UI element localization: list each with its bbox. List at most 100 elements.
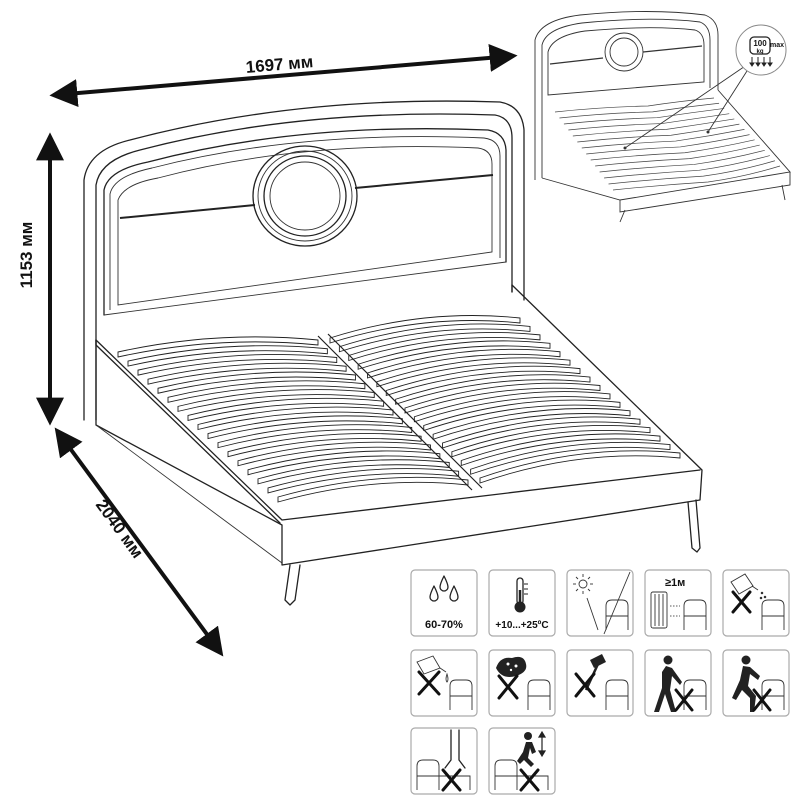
slat: [207, 415, 403, 440]
inset-slat: [612, 165, 781, 191]
load-inset-drawing: [534, 11, 791, 223]
slat: [432, 408, 631, 440]
inset-slat: [608, 160, 776, 185]
slat: [329, 315, 521, 344]
up-down-arrows-icon: [537, 730, 547, 758]
humidity-label: 60-70%: [425, 619, 463, 631]
inset-slat: [568, 113, 730, 131]
small-bed-icon: [527, 679, 551, 710]
care-icon-no-abrasive: [488, 649, 556, 717]
slat: [460, 433, 661, 467]
slat: [367, 348, 561, 379]
cross-icon: [519, 768, 540, 792]
slat: [117, 336, 319, 358]
care-icon-humidity: 60-70%: [410, 569, 478, 637]
jug-icon: [416, 655, 449, 683]
slat: [442, 416, 641, 449]
care-icon-no-lifting-by-part: [722, 649, 790, 717]
slat: [404, 382, 601, 414]
slat: [197, 406, 394, 431]
inset-slat: [581, 129, 745, 149]
slat: [395, 374, 591, 405]
dimension-height: 1153 мм: [17, 132, 64, 426]
slat: [187, 397, 385, 422]
slat: [127, 345, 328, 367]
load-qualifier: max: [770, 42, 784, 49]
care-icon-no-jumping: [488, 727, 556, 795]
bed-drawing: [83, 100, 703, 606]
care-icon-heater-distance: ≥1м: [644, 569, 712, 637]
dimension-width: 1697 мм: [49, 43, 518, 108]
slat: [227, 432, 422, 458]
height-label: 1153 мм: [17, 222, 36, 289]
care-icon-no-chemicals-spray: [722, 569, 790, 637]
slat: [470, 441, 671, 475]
care-icon-no-hammer: [566, 649, 634, 717]
cross-icon: [417, 670, 441, 696]
sun-icon: [573, 574, 593, 594]
cross-icon: [752, 688, 772, 712]
inset-slat: [577, 123, 740, 143]
slat: [357, 340, 551, 370]
care-icon-no-dragging: [644, 649, 712, 717]
slat: [247, 450, 441, 476]
spray-bottle-icon: [730, 573, 767, 600]
small-bed-icon: [761, 599, 785, 630]
slat: [348, 332, 541, 362]
inset-slat: [554, 97, 715, 113]
load-unit: kg: [756, 49, 763, 55]
inset-slat: [586, 134, 750, 155]
small-bed-icon: [416, 759, 471, 790]
load-arrows-icon: [749, 57, 773, 67]
dimension-length: 2040 мм: [54, 427, 224, 657]
slat: [147, 362, 347, 385]
sponge-icon: [496, 656, 527, 677]
slat: [376, 357, 571, 388]
water-drops-icon: [429, 575, 459, 602]
slat: [167, 380, 366, 403]
inset-slat: [559, 102, 720, 119]
cross-icon: [731, 590, 752, 614]
care-icon-temperature: +10...+25ºC: [488, 569, 556, 637]
cross-icon: [497, 674, 519, 700]
person-jumping-icon: [517, 732, 536, 767]
slat: [217, 424, 413, 449]
inset-slat: [604, 155, 770, 179]
cross-icon: [574, 672, 596, 698]
slat: [157, 371, 356, 394]
load-limit-badge: 100 kg max: [735, 24, 787, 76]
slat: [451, 425, 651, 458]
inset-slat: [595, 144, 760, 167]
small-bed-icon: [605, 599, 629, 630]
center-rail: [317, 333, 483, 491]
slat: [177, 389, 375, 412]
thermometer-icon: [514, 577, 528, 613]
load-weight: 100: [753, 39, 767, 48]
slat: [237, 441, 431, 467]
slat: [423, 399, 621, 432]
heater-distance-label: ≥1м: [665, 577, 685, 589]
care-icon-no-standing: [410, 727, 478, 795]
slat: [137, 354, 338, 376]
slat-grid: [117, 315, 681, 503]
person-pushing-icon: [654, 655, 682, 712]
headboard: [83, 100, 525, 421]
inset-slat: [599, 149, 765, 173]
care-icons-grid: 60-70% +10...+25ºC: [410, 569, 790, 795]
slat: [385, 365, 581, 397]
slat: [277, 476, 469, 503]
slat: [338, 323, 531, 353]
care-icon-no-direct-sunlight: [566, 569, 634, 637]
slat: [413, 391, 611, 423]
temperature-label: +10...+25ºC: [495, 620, 548, 631]
inset-slat: [572, 118, 735, 137]
small-bed-icon: [494, 759, 549, 790]
person-lifting-icon: [732, 655, 760, 712]
inset-slat: [563, 108, 725, 125]
cross-icon: [441, 768, 462, 792]
care-icon-no-liquids: [410, 649, 478, 717]
length-label: 2040 мм: [92, 496, 147, 562]
small-bed-icon: [605, 679, 629, 710]
small-bed-icon: [449, 679, 473, 710]
